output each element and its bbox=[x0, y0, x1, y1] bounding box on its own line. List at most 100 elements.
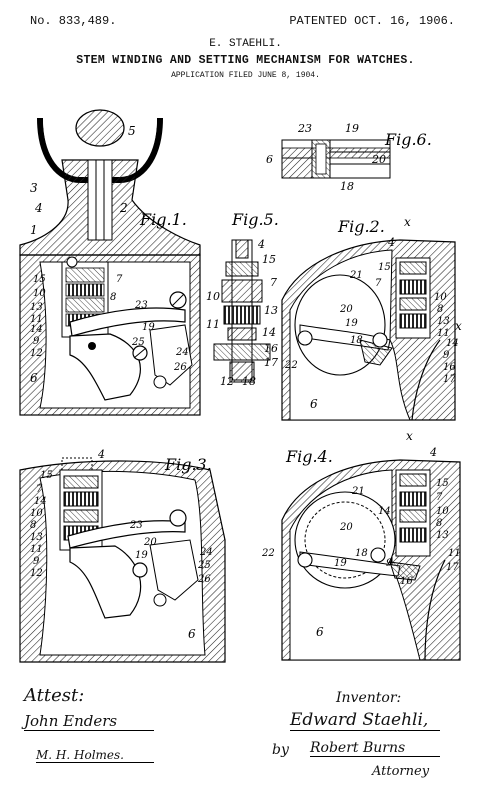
fig1-ref: 10 bbox=[33, 288, 46, 299]
fig5-ref: 18 bbox=[242, 375, 256, 388]
fig5-ref: 15 bbox=[262, 253, 276, 266]
fig1-ref: 5 bbox=[128, 124, 136, 138]
fig1-ref: 13 bbox=[30, 302, 43, 313]
fig2-ref: 6 bbox=[310, 397, 318, 411]
fig3-ref: 25 bbox=[197, 560, 211, 571]
attorney-label: Attorney bbox=[372, 764, 430, 779]
fig2-ref: 21 bbox=[349, 270, 363, 281]
fig3-ref: 4 bbox=[97, 448, 105, 461]
fig5-ref: 11 bbox=[206, 318, 220, 331]
fig2-ref: x bbox=[455, 319, 462, 333]
fig1-ref: 1 bbox=[30, 223, 38, 237]
fig2-ref: 22 bbox=[284, 360, 298, 371]
fig5-ref: 14 bbox=[262, 326, 276, 339]
fig1-ref: 2 bbox=[119, 201, 128, 215]
fig3-ref: 8 bbox=[30, 520, 36, 531]
fig4-ref: 13 bbox=[436, 530, 449, 541]
fig5-ref: 13 bbox=[264, 304, 278, 317]
fig1-ref: 19 bbox=[142, 322, 155, 333]
fig4-ref: x bbox=[406, 429, 413, 443]
fig4-ref: 22 bbox=[261, 548, 275, 559]
fig3-ref: 7 bbox=[36, 484, 43, 495]
fig2-label: Fig.2. bbox=[337, 217, 385, 236]
fig2-ref: 17 bbox=[443, 374, 456, 385]
patent-date: PATENTED OCT. 16, 1906. bbox=[289, 14, 455, 28]
fig5-ref: 7 bbox=[270, 276, 277, 289]
figure-5: Fig.5. 4 15 7 10 13 11 14 16 17 12 18 bbox=[206, 210, 279, 388]
figure-6: Fig.6. 23 19 6 20 18 bbox=[266, 122, 432, 193]
inventor-heading: E. STAEHLI. bbox=[209, 38, 282, 50]
fig3-ref: 12 bbox=[30, 568, 43, 579]
fig1-ref: 26 bbox=[173, 362, 187, 373]
fig3-ref: 14 bbox=[34, 496, 47, 507]
fig4-ref: 16 bbox=[400, 576, 413, 587]
fig4-ref: 4 bbox=[429, 446, 437, 459]
fig2-ref: 8 bbox=[437, 304, 443, 315]
patent-title: STEM WINDING AND SETTING MECHANISM FOR W… bbox=[76, 54, 415, 67]
fig4-ref: 21 bbox=[351, 486, 365, 497]
attorney-signature: Robert Burns bbox=[310, 740, 440, 757]
fig3-ref: 26 bbox=[197, 574, 211, 585]
fig2-ref: 13 bbox=[437, 316, 450, 327]
fig4-ref: 6 bbox=[316, 625, 324, 639]
fig4-ref: 8 bbox=[436, 518, 442, 529]
fig1-ref: 3 bbox=[30, 181, 38, 195]
fig3-ref: 15 bbox=[40, 470, 53, 481]
fig5-ref: 10 bbox=[206, 290, 220, 303]
fig3-ref: 24 bbox=[199, 547, 213, 558]
fig4-ref: 18 bbox=[355, 548, 368, 559]
fig6-ref: 18 bbox=[340, 180, 354, 193]
fig2-ref: 18 bbox=[350, 335, 363, 346]
fig5-label: Fig.5. bbox=[231, 210, 279, 229]
inventor-signature: Edward Staehli, bbox=[290, 710, 440, 731]
witness-2-signature: M. H. Holmes. bbox=[36, 748, 154, 763]
figure-1: Fig.1. 5 3 4 2 1 15 7 10 8 13 11 14 9 12… bbox=[19, 109, 201, 416]
figure-3: Fig.3. 4 15 7 14 10 8 13 11 9 12 23 20 1… bbox=[19, 448, 226, 663]
fig3-ref: 19 bbox=[135, 550, 148, 561]
application-filed: APPLICATION FILED JUNE 8, 1904. bbox=[171, 71, 320, 80]
fig5-ref: 12 bbox=[220, 375, 234, 388]
fig1-ref: 24 bbox=[175, 347, 189, 358]
fig1-ref: 23 bbox=[134, 300, 148, 311]
fig4-ref: 14 bbox=[378, 506, 391, 517]
figure-4: Fig.4. x 4 15 7 21 14 10 8 20 13 22 19 1… bbox=[261, 429, 461, 661]
fig2-ref: 4 bbox=[387, 236, 395, 249]
fig1-ref: 11 bbox=[30, 314, 43, 325]
fig1-ref: 6 bbox=[30, 371, 38, 385]
fig2-ref: 14 bbox=[446, 338, 459, 349]
fig2-ref: 9 bbox=[443, 350, 450, 361]
fig1-ref: 14 bbox=[30, 324, 43, 335]
fig2-ref: 15 bbox=[378, 262, 391, 273]
fig2-ref: 11 bbox=[437, 328, 450, 339]
fig2-ref: 10 bbox=[434, 292, 447, 303]
fig1-label: Fig.1. bbox=[139, 210, 187, 229]
fig4-ref: 20 bbox=[339, 522, 353, 533]
fig6-ref: 20 bbox=[371, 153, 386, 166]
fig4-ref: 17 bbox=[446, 562, 459, 573]
fig3-ref: 9 bbox=[33, 556, 40, 567]
fig5-ref: 4 bbox=[257, 238, 265, 251]
fig5-ref: 17 bbox=[264, 356, 278, 369]
witness-1-signature: John Enders bbox=[24, 712, 154, 731]
fig6-ref: 6 bbox=[266, 153, 273, 166]
fig2-ref: x bbox=[404, 215, 411, 229]
fig1-ref: 15 bbox=[33, 274, 46, 285]
fig2-ref: 7 bbox=[375, 278, 382, 289]
fig3-ref: 6 bbox=[188, 627, 196, 641]
fig2-ref: 16 bbox=[443, 362, 456, 373]
fig3-ref: 10 bbox=[30, 508, 43, 519]
fig4-ref: 19 bbox=[334, 558, 347, 569]
fig4-ref: 10 bbox=[436, 506, 449, 517]
fig3-label: Fig.3. bbox=[164, 455, 212, 474]
fig1-ref: 8 bbox=[110, 292, 116, 303]
attest-label: Attest: bbox=[24, 685, 85, 706]
fig1-ref: 4 bbox=[34, 201, 43, 215]
fig6-label: Fig.6. bbox=[384, 130, 432, 149]
fig1-ref: 12 bbox=[30, 348, 43, 359]
fig1-ref: 9 bbox=[33, 336, 40, 347]
fig4-ref: 7 bbox=[436, 492, 443, 503]
by-label: by bbox=[272, 742, 289, 758]
fig4-label: Fig.4. bbox=[285, 447, 333, 466]
